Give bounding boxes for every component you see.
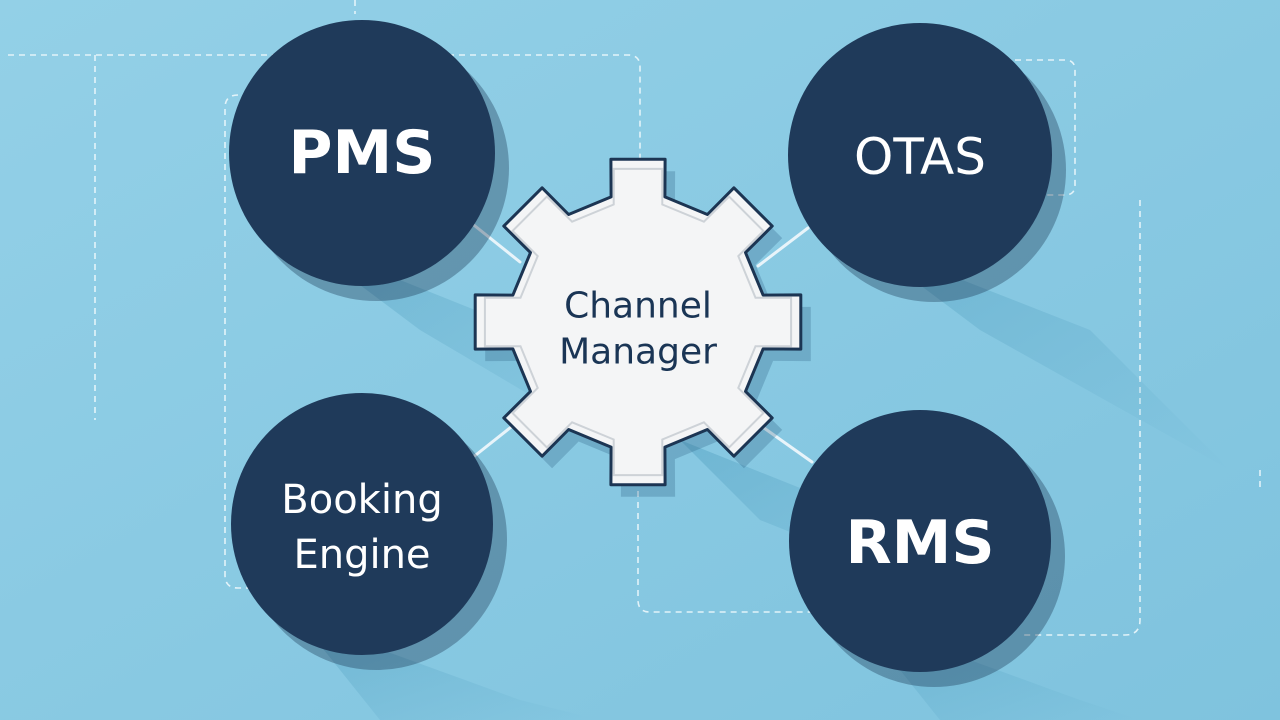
node-rms-circle — [789, 410, 1051, 672]
connector-otas — [756, 226, 810, 268]
node-booking-engine-label-line2: Engine — [293, 532, 430, 578]
node-booking-engine[interactable]: Booking Engine — [231, 393, 507, 670]
node-rms[interactable]: RMS — [789, 410, 1065, 687]
hub-label-line1: Channel — [564, 286, 712, 327]
node-otas[interactable]: OTAS — [788, 23, 1066, 302]
node-otas-label: OTAS — [854, 128, 986, 186]
node-otas-circle — [788, 23, 1052, 287]
node-pms[interactable]: PMS — [229, 20, 509, 301]
hub-label-line2: Manager — [559, 332, 717, 373]
node-booking-engine-circle — [231, 393, 493, 655]
dashed-guide-lines — [8, 0, 1261, 636]
gear-icon — [473, 157, 803, 487]
node-pms-label: PMS — [289, 118, 436, 188]
node-rms-label: RMS — [845, 508, 994, 578]
connector-pms — [468, 220, 522, 264]
hub-channel-manager[interactable]: Channel Manager — [473, 157, 811, 497]
node-pms-circle — [229, 20, 495, 286]
connector-rms — [762, 426, 814, 464]
node-booking-engine-label-line1: Booking — [281, 477, 442, 523]
